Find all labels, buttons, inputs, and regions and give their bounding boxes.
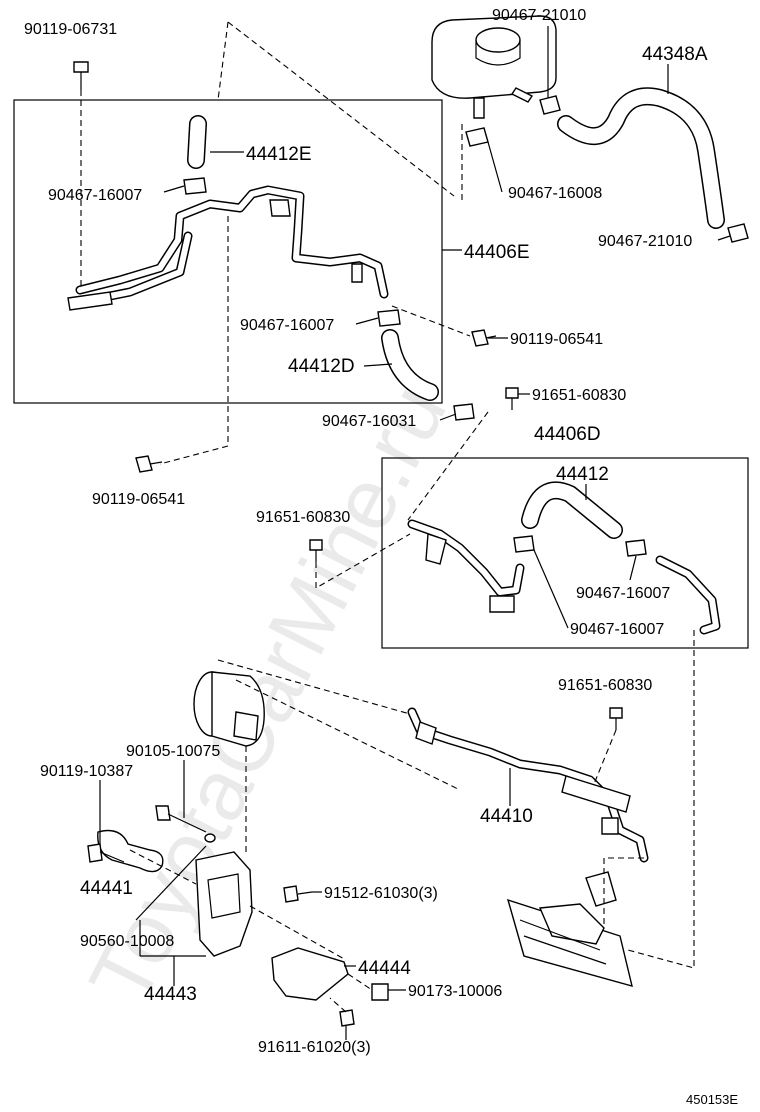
- leader-16008: [487, 141, 503, 193]
- reference-code: 450153E: [686, 1092, 738, 1107]
- bolt-91651-60830-c: [609, 707, 623, 730]
- leader-16007-d: [533, 549, 569, 629]
- hose-44412: [521, 481, 623, 539]
- bolt-91651-60830-a: [505, 387, 519, 410]
- bracket-44443: [195, 851, 253, 957]
- label-90105-10075: 90105-10075: [126, 743, 220, 760]
- clamp-90467-16008: [465, 127, 489, 147]
- leader-10008: [135, 845, 207, 921]
- clamp-90467-21010-right: [727, 223, 749, 243]
- label-90119-06541-b: 90119-06541: [92, 491, 185, 508]
- nut-90173-10006: [371, 983, 389, 1001]
- group-box-44406E: [13, 99, 443, 404]
- bracket-44444: [271, 947, 349, 1001]
- steering-gear: [506, 871, 633, 987]
- bolt-91651-60830-b: [309, 539, 323, 562]
- bolt-90119-06731: [73, 61, 89, 90]
- clamp-90467-21010-top: [539, 95, 561, 115]
- label-90467-16008: 90467-16008: [508, 185, 602, 202]
- clamp-90467-16007-b: [377, 309, 401, 327]
- label-91512-61030: 91512-61030(3): [324, 885, 438, 902]
- label-44348A: 44348A: [642, 44, 708, 65]
- label-44443: 44443: [144, 984, 197, 1005]
- label-90467-16007-c: 90467-16007: [576, 585, 670, 602]
- hose-44412D: [381, 329, 439, 401]
- bolt-91611-61020: [339, 1009, 355, 1027]
- clamp-90467-16007-a: [183, 177, 207, 195]
- leader-16007-a: [163, 185, 185, 193]
- label-44441: 44441: [80, 878, 133, 899]
- label-90173-10006: 90173-10006: [408, 983, 502, 1000]
- label-44412: 44412: [556, 464, 609, 485]
- label-44406D: 44406D: [534, 424, 601, 445]
- watermark: ToyotaCarMine.ru: [71, 370, 465, 1018]
- hose-44412E: [187, 115, 207, 169]
- dash-pump-44444: [249, 905, 347, 961]
- dash-box-right: [627, 630, 695, 969]
- tube-44406D: [407, 519, 721, 635]
- bolt-91512-61030: [283, 885, 313, 903]
- reservoir-tank: [431, 15, 557, 119]
- dash-44410-down: [603, 857, 644, 926]
- label-90467-16007-a: 90467-16007: [48, 187, 142, 204]
- label-90119-10387: 90119-10387: [40, 763, 133, 780]
- dash-pump-b: [235, 679, 461, 791]
- leader-21010-right: [717, 235, 731, 241]
- clamp-90467-16007-c: [625, 539, 647, 557]
- tube-44406E: [67, 185, 389, 311]
- label-90467-21010-top: 90467-21010: [492, 7, 586, 24]
- clamp-90467-16031: [453, 403, 475, 421]
- label-44412E: 44412E: [246, 144, 312, 165]
- bolt-90105-10075: [155, 805, 207, 833]
- label-90560-10008: 90560-10008: [80, 933, 174, 950]
- leader-44412D: [363, 363, 393, 367]
- dash-pump-a: [217, 659, 411, 715]
- label-91651-60830-b: 91651-60830: [256, 509, 350, 526]
- label-44412D: 44412D: [288, 356, 355, 377]
- tube-44410: [407, 707, 649, 863]
- dash-mid-v: [159, 216, 229, 465]
- label-91611-61020: 91611-61020(3): [258, 1039, 371, 1056]
- bolt-90119-06541-a: [471, 329, 497, 347]
- dash-top-diag: [227, 21, 455, 197]
- label-90467-16031: 90467-16031: [322, 413, 416, 430]
- clamp-90467-16007-d: [513, 535, 535, 553]
- leader-16007-c: [629, 555, 637, 581]
- label-90119-06731: 90119-06731: [24, 21, 117, 38]
- label-90467-16007-b: 90467-16007: [240, 317, 334, 334]
- label-91651-60830-a: 91651-60830: [532, 387, 626, 404]
- bolt-90119-10387: [87, 843, 125, 863]
- label-90467-16007-d: 90467-16007: [570, 621, 664, 638]
- dash-box-left: [315, 533, 411, 589]
- dash-bolt-61020: [329, 997, 347, 1013]
- dash-16031: [407, 411, 489, 521]
- dash-bracket: [129, 849, 197, 885]
- group-box-44406D: [381, 457, 749, 649]
- leader-16031: [439, 413, 457, 421]
- label-90467-21010-right: 90467-21010: [598, 233, 692, 250]
- dash-top-v: [217, 21, 229, 101]
- label-44410: 44410: [480, 806, 533, 827]
- pump-body: [193, 671, 265, 747]
- dash-clamp-b: [391, 305, 471, 337]
- dash-bolt-c: [593, 729, 617, 785]
- label-44406E: 44406E: [464, 242, 530, 263]
- hose-44348A: [557, 87, 725, 229]
- dash-nut: [347, 973, 373, 991]
- label-90119-06541-a: 90119-06541: [510, 331, 603, 348]
- bolt-90119-06541-b: [135, 455, 163, 473]
- label-44444: 44444: [358, 958, 411, 979]
- washer-90560-10008: [204, 833, 216, 843]
- label-91651-60830-c: 91651-60830: [558, 677, 652, 694]
- leader-16007-b: [355, 317, 379, 325]
